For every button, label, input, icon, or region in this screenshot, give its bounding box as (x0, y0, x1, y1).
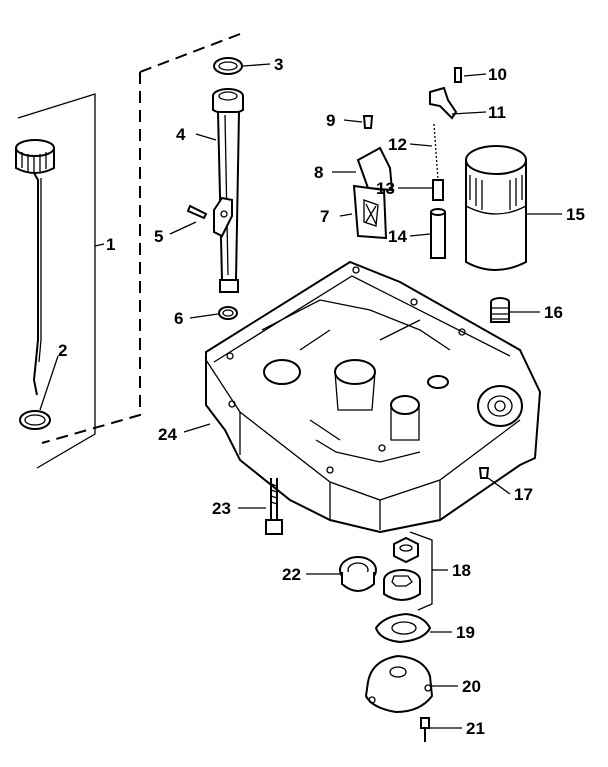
callout-15: 15 (566, 205, 585, 224)
clip-11 (429, 86, 458, 120)
screw-10 (454, 67, 462, 83)
callout-22: 22 (282, 565, 301, 584)
oil-pan (205, 260, 542, 534)
callout-12: 12 (388, 135, 407, 154)
plug-screw-17 (478, 467, 490, 479)
oil-filter-adapter-parts (352, 67, 462, 259)
callout-13: 13 (376, 179, 395, 198)
dipstick-rod (32, 172, 39, 396)
cover-screw-21 (420, 717, 430, 742)
bracket-screw (186, 204, 208, 220)
bushing-18 (383, 569, 421, 601)
tube-bottom-o-ring (218, 306, 238, 320)
callout-11: 11 (488, 103, 506, 122)
spring-12 (433, 123, 439, 181)
cover-gasket-19 (374, 612, 432, 644)
pan-bolt-23 (265, 478, 283, 535)
callout-23: 23 (212, 499, 231, 518)
tube-14 (430, 211, 446, 259)
fill-tube-assembly (186, 57, 244, 320)
dipstick-cap (15, 139, 55, 174)
callout-24: 24 (158, 425, 177, 444)
callout-6: 6 (174, 309, 183, 328)
tube-group-boundary (41, 72, 141, 444)
dipstick-assembly (15, 93, 96, 469)
callout-7: 7 (320, 207, 329, 226)
small-screw-9 (362, 115, 374, 129)
callout-14: 14 (388, 227, 407, 246)
callout-17: 17 (514, 485, 533, 504)
oil-seal (339, 556, 377, 592)
callout-19: 19 (456, 623, 475, 642)
callout-numbers: 1 2 3 4 5 6 7 8 9 10 11 12 13 14 15 16 1… (58, 55, 585, 738)
fill-tube (216, 111, 241, 281)
nut-18 (393, 536, 419, 564)
group-18-bracket (409, 531, 433, 611)
callout-10: 10 (488, 65, 507, 84)
callout-8: 8 (314, 163, 323, 182)
callout-20: 20 (462, 677, 481, 696)
callout-5: 5 (154, 227, 163, 246)
callout-16: 16 (544, 303, 563, 322)
callout-1: 1 (106, 235, 115, 254)
filter-nipple (490, 297, 510, 323)
bracket-8 (356, 146, 394, 192)
dipstick-o-ring (19, 410, 51, 430)
cover-20 (364, 654, 434, 714)
callout-21: 21 (466, 719, 485, 738)
callout-3: 3 (274, 55, 283, 74)
callout-2: 2 (58, 341, 67, 360)
callout-4: 4 (176, 125, 186, 144)
oil-filter (465, 145, 527, 271)
pin-13 (432, 179, 444, 201)
callout-18: 18 (452, 561, 471, 580)
callout-9: 9 (326, 111, 335, 130)
tube-top-o-ring (213, 57, 243, 75)
leader-lines (39, 63, 562, 729)
